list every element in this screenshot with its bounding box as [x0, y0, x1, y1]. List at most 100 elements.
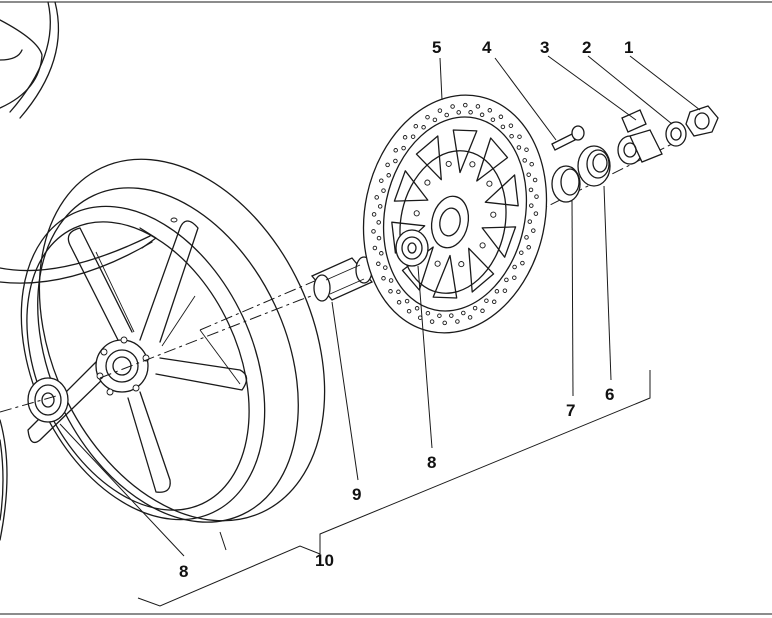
disc-hole	[472, 305, 478, 311]
disc-bolt	[551, 125, 585, 151]
disc-hole	[374, 195, 379, 200]
disc-hole	[388, 278, 394, 283]
axis-line-left	[0, 395, 57, 413]
disc-window	[484, 174, 519, 207]
disc-rivet	[486, 180, 493, 187]
disc-rivet	[479, 242, 486, 249]
disc-hole	[519, 250, 524, 255]
disc-hole	[475, 104, 481, 109]
axle-nut	[685, 105, 719, 137]
disc-hole	[508, 123, 514, 128]
disc-hole	[529, 161, 534, 167]
disc-hole	[393, 158, 398, 164]
disc-hole	[450, 104, 455, 109]
disc-hole	[512, 275, 517, 280]
disc-hole	[455, 319, 460, 324]
disc-hole	[526, 245, 531, 250]
disc-hole	[413, 123, 419, 129]
callout-1: 1	[624, 38, 633, 57]
disc-hole	[421, 125, 426, 130]
partial-wheel-bottom-left	[0, 419, 8, 541]
disc-ventilation-holes	[371, 102, 539, 326]
leader-lines	[59, 55, 701, 557]
disc-hole	[504, 277, 509, 283]
disc-hole	[524, 147, 529, 152]
disc-hole	[381, 188, 386, 193]
disc-hole	[524, 235, 529, 240]
disc-hole	[526, 172, 531, 177]
disc-hole	[442, 320, 447, 326]
wheel-bearing-right	[395, 229, 429, 267]
disc-hole	[534, 194, 539, 199]
callout-8-left: 8	[179, 562, 188, 581]
assembly-bracket	[137, 370, 651, 607]
disc-hole	[377, 204, 383, 209]
disc-hole	[371, 229, 376, 234]
oil-seal	[551, 165, 581, 203]
axle-spacer	[310, 256, 374, 302]
callout-5: 5	[432, 38, 441, 57]
disc-hole	[484, 298, 489, 303]
disc-hole	[379, 251, 384, 256]
disc-hole	[520, 260, 525, 266]
disc-hole	[490, 117, 496, 122]
disc-hole	[429, 319, 435, 324]
rotation-arrow	[0, 227, 157, 284]
disc-window	[393, 170, 429, 202]
disc-rivet	[458, 261, 465, 268]
disc-window	[415, 135, 442, 181]
disc-hole	[381, 276, 386, 281]
disc-hole	[487, 108, 493, 113]
disc-hole	[376, 261, 381, 267]
disc-hole	[385, 162, 390, 168]
disc-rivet	[445, 160, 452, 167]
bracket-tick	[219, 531, 227, 551]
disc-window	[481, 226, 517, 258]
disc-hole	[528, 187, 534, 193]
disc-hole	[494, 289, 500, 294]
disc-hole	[437, 108, 443, 113]
disc-hole	[402, 135, 408, 140]
disc-hole	[383, 265, 388, 270]
disc-window	[468, 247, 495, 293]
callout-8-right: 8	[427, 453, 436, 472]
disc-hole	[425, 310, 431, 316]
brake-disc	[362, 94, 548, 334]
callout-2: 2	[582, 38, 591, 57]
disc-hole	[379, 178, 384, 183]
wheel-bearing-left	[27, 377, 69, 423]
disc-hole	[432, 117, 438, 123]
disc-hole	[491, 299, 497, 305]
speedometer-drive	[617, 109, 663, 165]
disc-hole	[401, 145, 406, 151]
disc-hole	[376, 235, 382, 241]
disc-hole	[396, 289, 401, 295]
disc-hole	[414, 306, 420, 311]
disc-hole	[502, 288, 508, 293]
disc-hole	[386, 173, 391, 178]
disc-window	[452, 129, 478, 174]
disc-hole	[376, 220, 381, 225]
disc-hole	[449, 313, 454, 318]
disc-hole	[437, 313, 442, 318]
disc-rivet	[490, 211, 497, 218]
callout-6: 6	[605, 385, 614, 404]
disc-hole	[532, 177, 538, 183]
disc-rivet	[413, 210, 420, 217]
disc-hole	[516, 145, 522, 150]
partial-wheel-top-left	[0, 1, 60, 119]
disc-hole	[456, 110, 461, 115]
disc-hole	[509, 133, 514, 139]
disc-hole	[480, 308, 485, 314]
disc-window	[432, 254, 458, 299]
disc-hole	[425, 114, 430, 120]
bearing-ring	[577, 145, 611, 187]
callout-3: 3	[540, 38, 549, 57]
disc-hole	[529, 203, 534, 208]
callout-10: 10	[315, 551, 334, 570]
disc-hole	[527, 219, 533, 224]
disc-hole	[522, 158, 527, 163]
disc-rivet	[434, 260, 441, 267]
callout-7: 7	[566, 401, 575, 420]
